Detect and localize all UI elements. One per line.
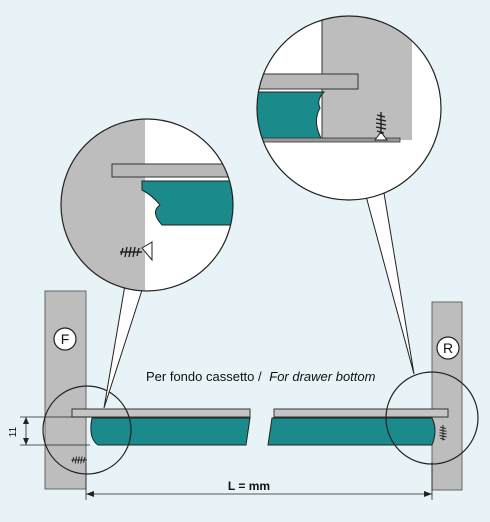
height-dimension-label: 11 xyxy=(8,426,19,437)
height-dimension xyxy=(20,416,90,446)
length-dimension-label: L = mm xyxy=(228,479,270,493)
rear-marker-circle xyxy=(436,336,460,360)
rear-callout-tail xyxy=(365,192,415,375)
front-callout-tail xyxy=(103,284,143,409)
drawer-bottom-left xyxy=(71,408,251,446)
drawer-bottom-right xyxy=(267,408,449,446)
rear-side-panel xyxy=(431,301,463,491)
front-marker-label: F xyxy=(61,331,70,347)
rear-marker-label: R xyxy=(443,340,453,356)
front-magnifier xyxy=(60,118,234,292)
caption-english: For drawer bottom xyxy=(269,369,375,384)
front-side-panel xyxy=(44,290,87,490)
rear-magnifier xyxy=(256,15,442,201)
length-dimension xyxy=(85,462,433,500)
front-detail-ring xyxy=(42,385,132,475)
caption: Per fondo cassetto / For drawer bottom xyxy=(146,369,376,384)
caption-italian: Per fondo cassetto / xyxy=(146,369,262,384)
front-marker-circle xyxy=(53,327,77,351)
